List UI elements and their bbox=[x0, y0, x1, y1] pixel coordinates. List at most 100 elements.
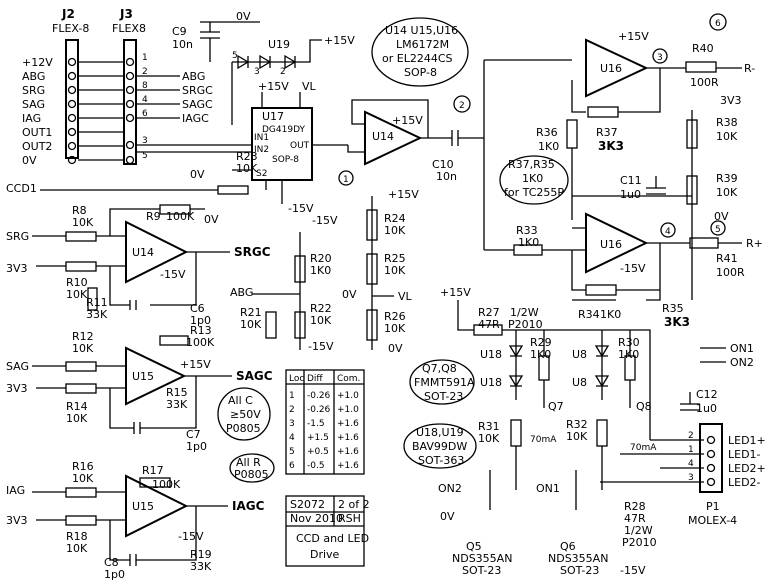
svg-text:NDS355AN: NDS355AN bbox=[452, 552, 512, 565]
svg-text:R22: R22 bbox=[310, 302, 332, 315]
svg-text:P2010: P2010 bbox=[508, 318, 543, 331]
svg-text:10K: 10K bbox=[72, 472, 94, 485]
svg-text:100K: 100K bbox=[152, 478, 181, 491]
svg-text:VL: VL bbox=[302, 80, 317, 93]
svg-text:Drive: Drive bbox=[310, 548, 340, 561]
svg-text:10K: 10K bbox=[566, 430, 588, 443]
table-cell: +1.6 bbox=[337, 419, 359, 429]
svg-text:Q5: Q5 bbox=[466, 540, 482, 553]
svg-text:+15V: +15V bbox=[618, 30, 649, 43]
svg-text:10K: 10K bbox=[384, 322, 406, 335]
svg-text:SRG: SRG bbox=[6, 230, 29, 243]
svg-text:R25: R25 bbox=[384, 252, 406, 265]
sag-driver: SAG 3V3 R12 10K R14 10K U15 SAGC R13 100… bbox=[6, 324, 273, 453]
j2-pin bbox=[67, 99, 77, 109]
molex-net-label: LED2+ bbox=[728, 462, 766, 475]
svg-text:U8: U8 bbox=[572, 348, 587, 361]
svg-text:10K: 10K bbox=[384, 264, 406, 277]
svg-text:0V: 0V bbox=[388, 342, 403, 355]
svg-text:R16: R16 bbox=[72, 460, 94, 473]
svg-text:2: 2 bbox=[280, 67, 286, 77]
svg-text:U16: U16 bbox=[600, 238, 622, 251]
svg-text:R38: R38 bbox=[716, 116, 738, 129]
test-point-markers: 1 2 3 4 5 6 bbox=[338, 13, 727, 238]
j2-pin-label: +12V bbox=[22, 56, 53, 69]
svg-text:R17: R17 bbox=[142, 464, 164, 477]
j3-pin bbox=[125, 140, 135, 150]
svg-text:R27: R27 bbox=[478, 306, 500, 319]
svg-text:U18,U19: U18,U19 bbox=[416, 426, 464, 439]
sagc-net: SAGC bbox=[182, 98, 213, 111]
svg-text:6: 6 bbox=[715, 19, 721, 29]
svg-text:+15V: +15V bbox=[440, 286, 471, 299]
svg-text:10n: 10n bbox=[172, 38, 193, 51]
svg-text:1p0: 1p0 bbox=[186, 440, 207, 453]
j2-pin bbox=[67, 113, 77, 123]
capacitor-c9: C9 10n 0V bbox=[172, 10, 260, 62]
svg-text:P0805: P0805 bbox=[226, 422, 261, 435]
j3-pin bbox=[125, 71, 135, 81]
table-cell: -0.26 bbox=[307, 405, 331, 415]
svg-text:R12: R12 bbox=[72, 330, 94, 343]
svg-text:100R: 100R bbox=[716, 266, 745, 279]
svg-text:C7: C7 bbox=[186, 428, 201, 441]
j2-pin-label: SAG bbox=[22, 98, 45, 111]
svg-text:S2072: S2072 bbox=[290, 498, 325, 511]
svg-text:Nov 2010: Nov 2010 bbox=[290, 512, 343, 525]
svg-text:DG419DY: DG419DY bbox=[262, 125, 306, 135]
table-cell: -1.5 bbox=[307, 419, 325, 429]
svg-text:3: 3 bbox=[657, 53, 663, 63]
svg-text:0V: 0V bbox=[440, 510, 455, 523]
j2-pin bbox=[67, 141, 77, 151]
svg-text:R26: R26 bbox=[384, 310, 406, 323]
abg-divider: ABG R20 1K0 R21 10K R22 10K -15V -15V bbox=[230, 214, 338, 353]
svg-text:0V: 0V bbox=[236, 10, 251, 23]
table-cell: +1.6 bbox=[337, 433, 359, 443]
svg-text:+15V: +15V bbox=[388, 188, 419, 201]
svg-text:C12: C12 bbox=[696, 388, 718, 401]
table-cell: 3 bbox=[289, 419, 295, 429]
svg-text:2: 2 bbox=[459, 101, 465, 111]
svg-text:U18: U18 bbox=[480, 348, 502, 361]
table-cell: +1.5 bbox=[307, 433, 329, 443]
j2-pin bbox=[67, 155, 77, 165]
j3-pin bbox=[125, 85, 135, 95]
svg-text:47R: 47R bbox=[624, 512, 646, 525]
svg-text:1u0: 1u0 bbox=[620, 188, 641, 201]
svg-text:U16: U16 bbox=[600, 62, 622, 75]
table-cell: 4 bbox=[289, 433, 295, 443]
svg-text:10K: 10K bbox=[384, 224, 406, 237]
svg-text:4: 4 bbox=[665, 227, 671, 237]
svg-text:1K0: 1K0 bbox=[530, 348, 551, 361]
svg-text:0V: 0V bbox=[190, 168, 205, 181]
svg-text:R9: R9 bbox=[146, 210, 161, 223]
svg-text:3V3: 3V3 bbox=[720, 94, 742, 107]
svg-text:U14: U14 bbox=[132, 246, 154, 259]
svg-text:10K: 10K bbox=[310, 314, 332, 327]
svg-text:1K0: 1K0 bbox=[518, 236, 539, 249]
svg-text:1/2W: 1/2W bbox=[510, 306, 539, 319]
svg-text:P2010: P2010 bbox=[622, 536, 657, 549]
table-cell: +1.6 bbox=[337, 447, 359, 457]
svg-text:NDS355AN: NDS355AN bbox=[548, 552, 608, 565]
svg-text:U17: U17 bbox=[262, 110, 284, 123]
svg-text:+15V: +15V bbox=[324, 34, 355, 47]
svg-text:5: 5 bbox=[715, 225, 721, 235]
svg-text:70mA: 70mA bbox=[630, 443, 657, 453]
svg-text:10K: 10K bbox=[716, 186, 738, 199]
j3-pin bbox=[125, 155, 135, 165]
iagc-net: IAGC bbox=[182, 112, 209, 125]
svg-text:U15: U15 bbox=[132, 500, 154, 513]
j3-pin bbox=[125, 113, 135, 123]
j2-pin bbox=[67, 71, 77, 81]
svg-text:70mA: 70mA bbox=[530, 435, 557, 445]
svg-text:LM6172M: LM6172M bbox=[396, 38, 449, 51]
svg-text:33K: 33K bbox=[166, 398, 188, 411]
svg-text:U14: U14 bbox=[372, 130, 394, 143]
svg-text:10K: 10K bbox=[66, 542, 88, 555]
j2-pin bbox=[67, 127, 77, 137]
svg-text:OUT: OUT bbox=[290, 141, 310, 151]
svg-text:R18: R18 bbox=[66, 530, 88, 543]
svg-text:R19: R19 bbox=[190, 548, 212, 561]
svg-text:-15V: -15V bbox=[288, 202, 314, 215]
